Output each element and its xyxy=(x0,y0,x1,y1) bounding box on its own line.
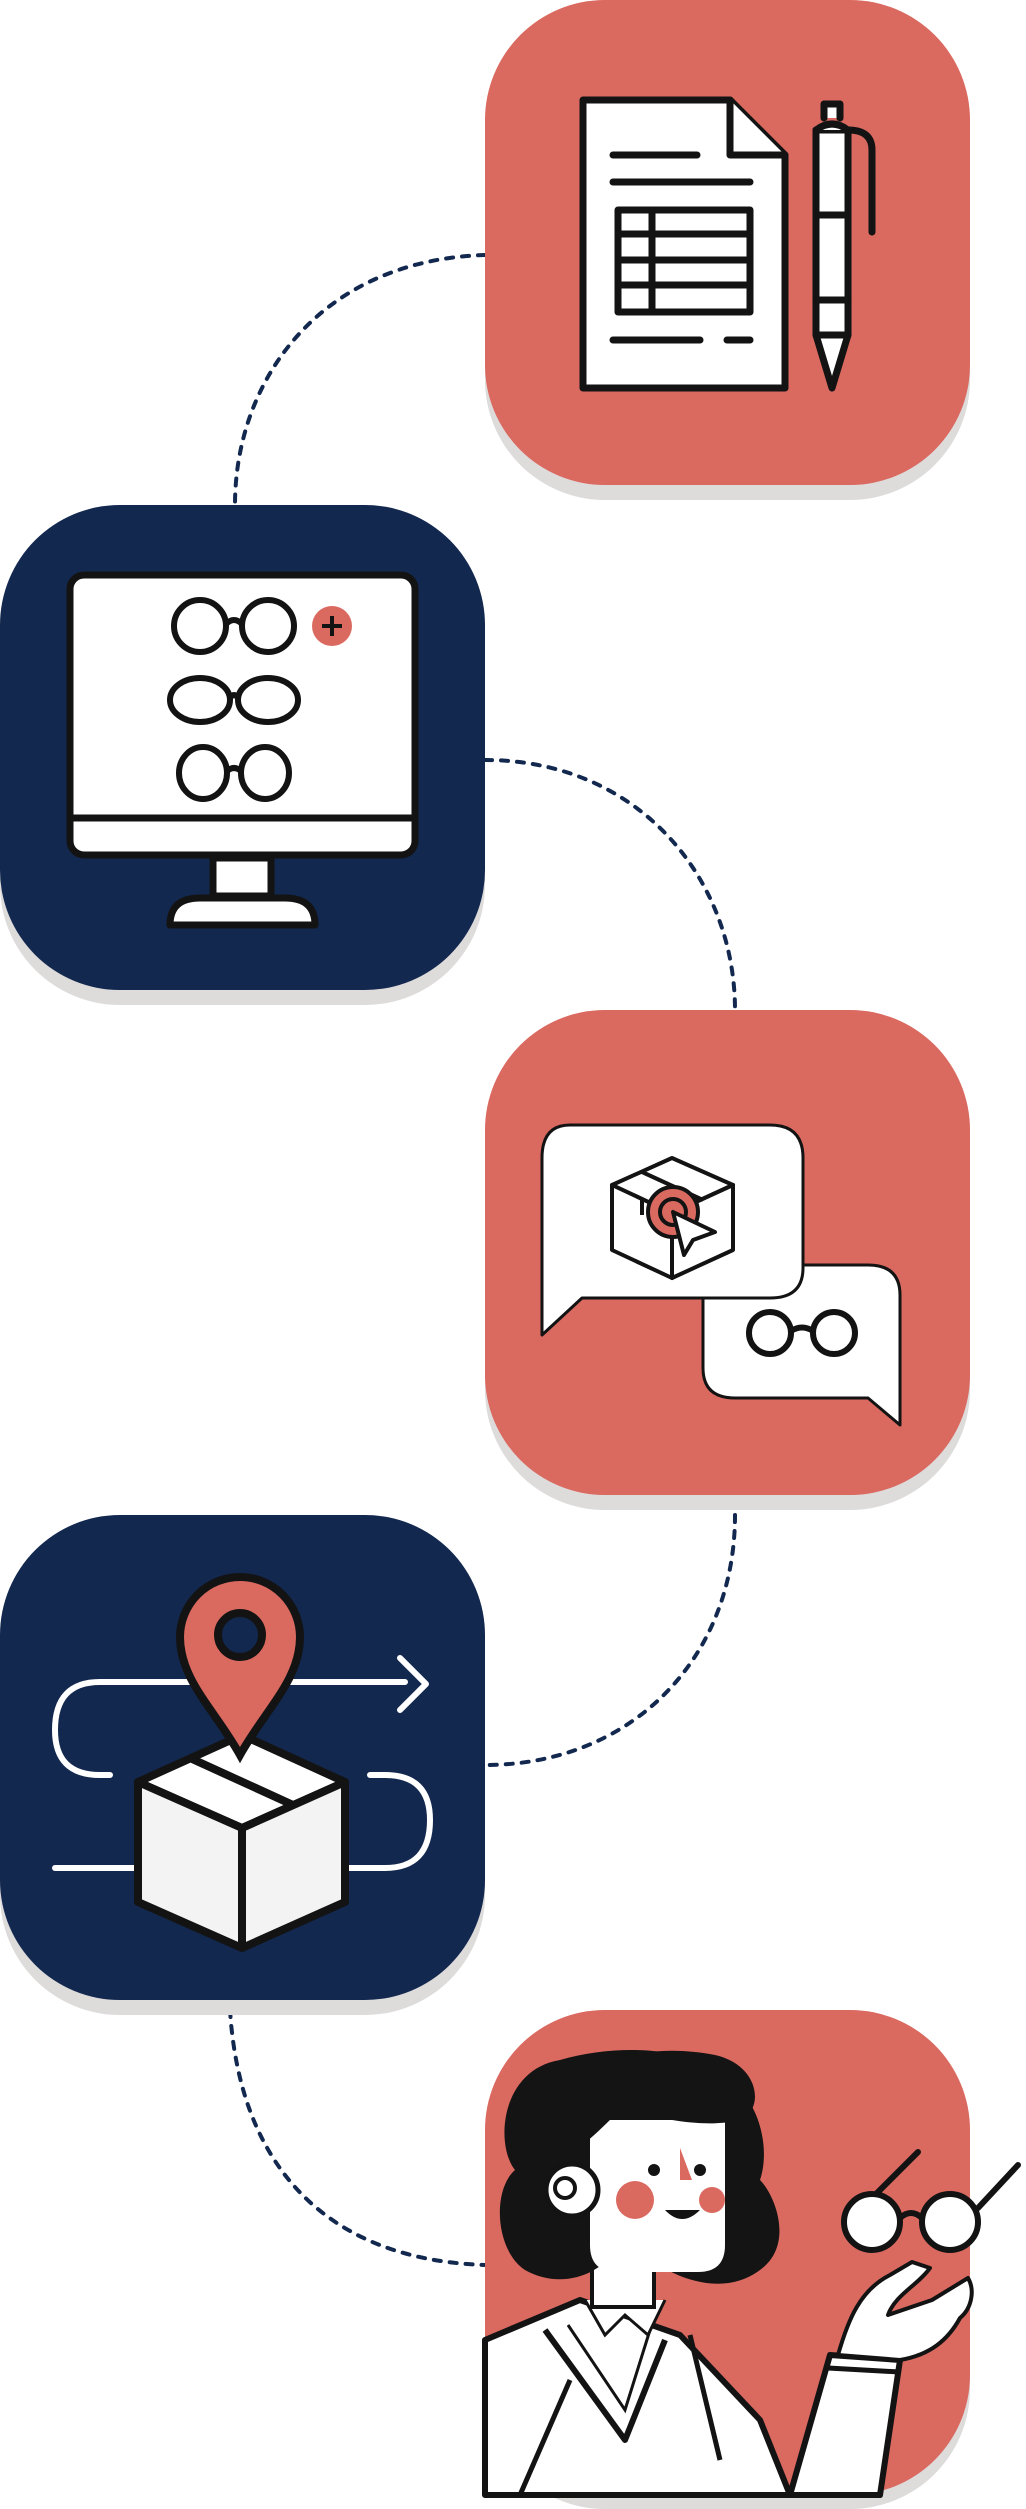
connector-3-4 xyxy=(483,1513,737,1767)
step-4-tile xyxy=(0,1515,485,2015)
woman-glasses-illustration xyxy=(482,2050,1021,2498)
chat-bubbles-icon xyxy=(540,1123,902,1427)
document-pencil-icon xyxy=(579,96,876,392)
delivery-box-route-icon xyxy=(52,1573,433,1952)
connector-4-5 xyxy=(228,2008,487,2267)
connector-1-2 xyxy=(233,253,487,507)
connector-2-3 xyxy=(483,758,737,1012)
step-5-tile xyxy=(482,2010,1021,2509)
monitor-glasses-icon xyxy=(66,571,419,929)
step-2-tile xyxy=(0,505,485,1005)
step-3-tile xyxy=(485,1010,970,1510)
location-pin-icon xyxy=(175,1573,305,1764)
glasses-icon xyxy=(841,2149,1021,2253)
step-1-tile xyxy=(485,0,970,500)
dotted-connectors xyxy=(228,253,737,2267)
